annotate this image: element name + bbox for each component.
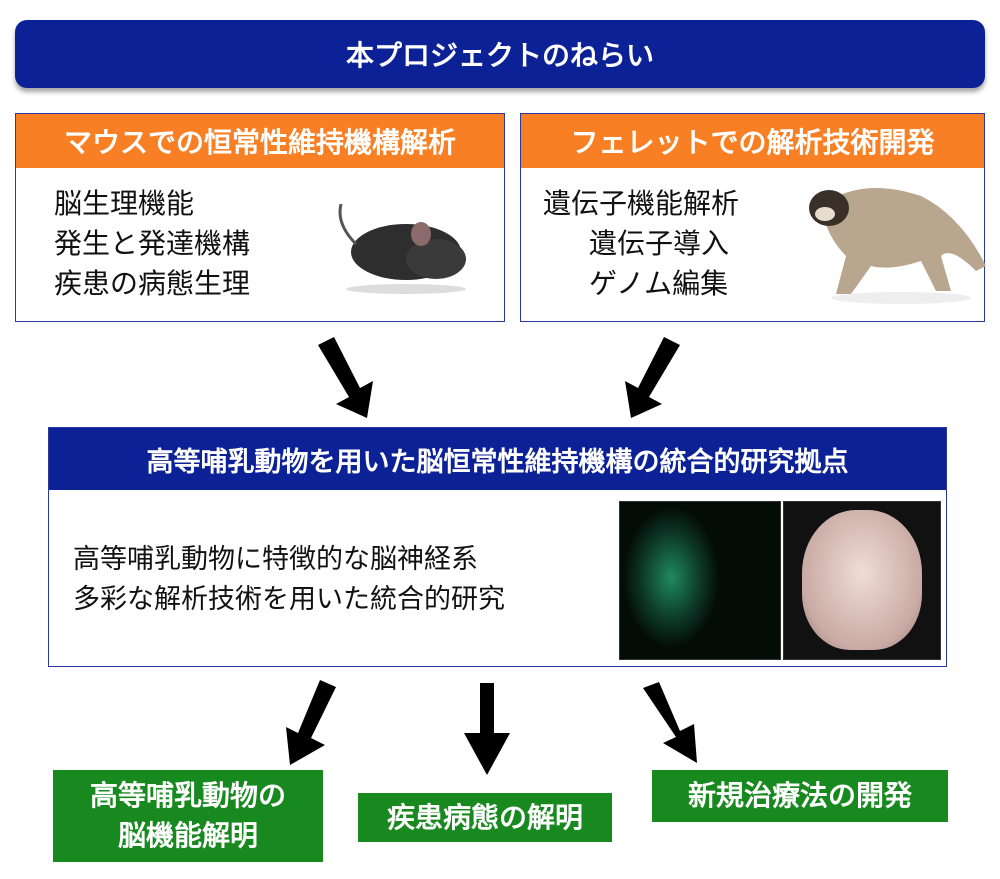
outcome-line: 脳機能解明 <box>117 819 258 852</box>
arrow-down-left-icon <box>286 680 336 765</box>
project-aims-title: 本プロジェクトのねらい <box>15 20 985 88</box>
outcome-disease-pathology: 疾患病態の解明 <box>358 793 612 842</box>
arrow-down-left-icon <box>625 337 680 418</box>
ferret-analysis-box: フェレットでの解析技術開発 遺伝子機能解析 遺伝子導入 ゲノム編集 <box>520 113 986 322</box>
mouse-items: 脳生理機能 発生と発達機構 疾患の病態生理 <box>54 184 250 304</box>
ferret-item: 遺伝子導入 <box>589 227 730 260</box>
mouse-box-heading: マウスでの恒常性維持機構解析 <box>16 114 504 168</box>
outcome-line: 高等哺乳動物の <box>89 779 286 812</box>
brain-photo-image <box>783 501 941 660</box>
fluorescent-brain-image <box>619 501 781 660</box>
integrated-research-items: 高等哺乳動物に特徴的な脳神経系 多彩な解析技術を用いた統合的研究 <box>73 540 505 620</box>
outcome-new-therapy: 新規治療法の開発 <box>652 770 948 822</box>
outcome-brain-function: 高等哺乳動物の 脳機能解明 <box>53 770 323 862</box>
integrated-research-heading: 高等哺乳動物を用いた脳恒常性維持機構の統合的研究拠点 <box>49 428 946 490</box>
integrated-research-box: 高等哺乳動物を用いた脳恒常性維持機構の統合的研究拠点 高等哺乳動物に特徴的な脳神… <box>48 427 947 667</box>
mouse-analysis-box: マウスでの恒常性維持機構解析 脳生理機能 発生と発達機構 疾患の病態生理 <box>15 113 505 322</box>
ferret-box-heading: フェレットでの解析技術開発 <box>521 114 984 168</box>
mouse-item: 発生と発達機構 <box>54 227 251 260</box>
arrow-down-icon <box>464 683 510 775</box>
mouse-item: 疾患の病態生理 <box>54 267 251 300</box>
arrow-down-right-icon <box>318 337 373 418</box>
ferret-image <box>809 188 986 304</box>
ferret-item: ゲノム編集 <box>589 267 729 300</box>
arrow-down-right-icon <box>643 682 697 763</box>
research-item: 多彩な解析技術を用いた統合的研究 <box>73 584 505 615</box>
mouse-item: 脳生理機能 <box>54 187 195 220</box>
ferret-item: 遺伝子機能解析 <box>543 187 740 220</box>
research-item: 高等哺乳動物に特徴的な脳神経系 <box>73 544 478 575</box>
ferret-items: 遺伝子機能解析 遺伝子導入 ゲノム編集 <box>543 184 739 304</box>
mouse-image <box>338 204 466 294</box>
